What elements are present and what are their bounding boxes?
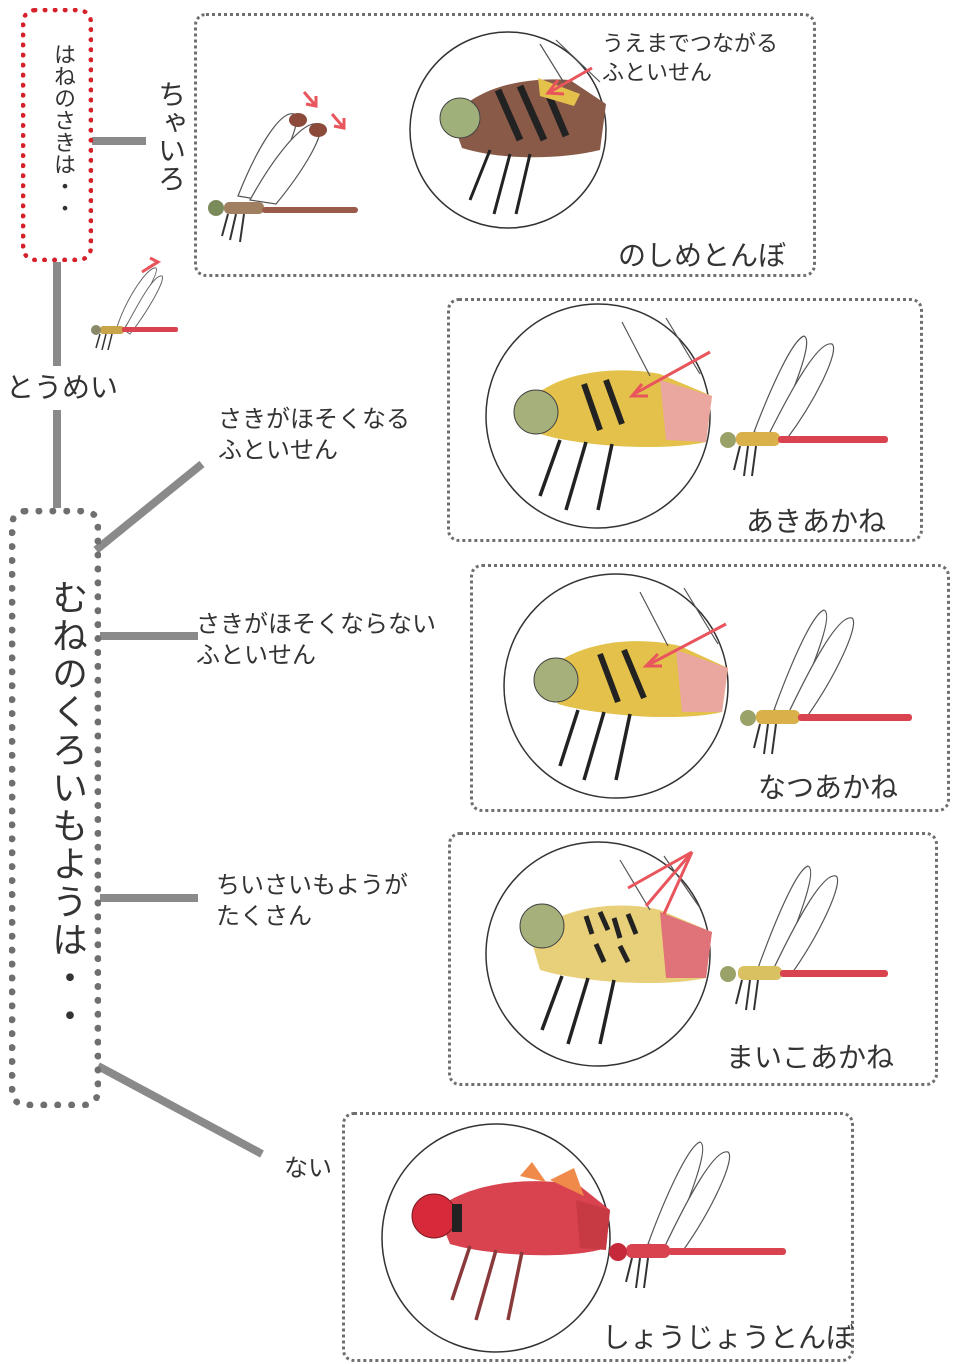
species-box-noshimetonbo — [194, 13, 816, 277]
condition-label-akiakane: さきがほそくなる ふといせん — [218, 405, 410, 464]
branch-label-clear: とうめい — [6, 371, 119, 404]
species-name-natsuakane: なつあかね — [758, 771, 899, 804]
species-box-akiakane — [447, 298, 923, 542]
condition-label-natsuakane: さきがほそくならない ふといせん — [196, 610, 436, 669]
species-box-natsuakane — [470, 564, 950, 812]
root-question-text: はねのさきは・・ — [50, 43, 75, 219]
branch-label-brown: ちゃいろ — [154, 80, 187, 192]
species-name-shoujoutonbo: しょうじょうとんぼ — [602, 1321, 855, 1354]
root-question-box: はねのさきは・・ — [21, 8, 93, 262]
condition-label-shoujoutonbo: ない — [284, 1154, 332, 1182]
species-name-noshimetonbo: のしめとんぼ — [618, 239, 787, 272]
species-name-akiakane: あきあかね — [746, 505, 887, 538]
species-box-shoujoutonbo — [342, 1112, 854, 1362]
species-name-maikoakane: まいこあかね — [726, 1041, 895, 1074]
chest-question-text: むねのくろいもようは・・ — [46, 579, 87, 1035]
condition-label-maikoakane: ちいさいもようが たくさん — [216, 871, 408, 930]
species-note-noshimetonbo: うえまでつながる ふといせん — [602, 32, 779, 86]
species-box-maikoakane — [448, 832, 938, 1086]
chest-question-box: むねのくろいもようは・・ — [9, 508, 101, 1108]
